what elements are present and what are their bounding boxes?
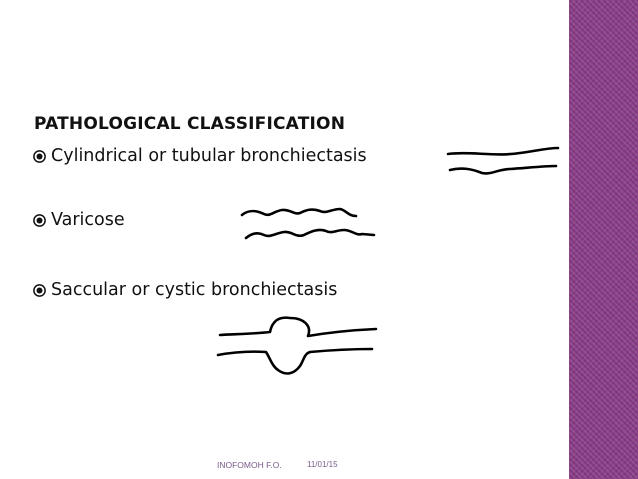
- cylindrical-tube-sketch: [446, 146, 560, 175]
- decorative-side-band: [569, 0, 638, 479]
- circle-dot-bullet-icon: [33, 283, 46, 297]
- varicose-tube-sketch: [240, 207, 376, 240]
- bullet-text: Saccular or cystic bronchiectasis: [51, 280, 338, 300]
- saccular-tube-sketch: [216, 316, 378, 375]
- circle-dot-bullet-icon: [33, 149, 46, 163]
- slide-heading: PATHOLOGICAL CLASSIFICATION: [34, 114, 346, 134]
- footer-author: INOFOMOH F.O.: [217, 460, 282, 470]
- footer-date: 11/01/15: [307, 460, 338, 469]
- bullet-varicose: Varicose: [32, 210, 125, 230]
- bullet-cylindrical: Cylindrical or tubular bronchiectasis: [32, 146, 367, 166]
- bullet-text: Varicose: [51, 210, 125, 230]
- circle-dot-bullet-icon: [33, 213, 46, 227]
- bullet-text: Cylindrical or tubular bronchiectasis: [51, 146, 367, 166]
- bullet-saccular: Saccular or cystic bronchiectasis: [32, 280, 337, 300]
